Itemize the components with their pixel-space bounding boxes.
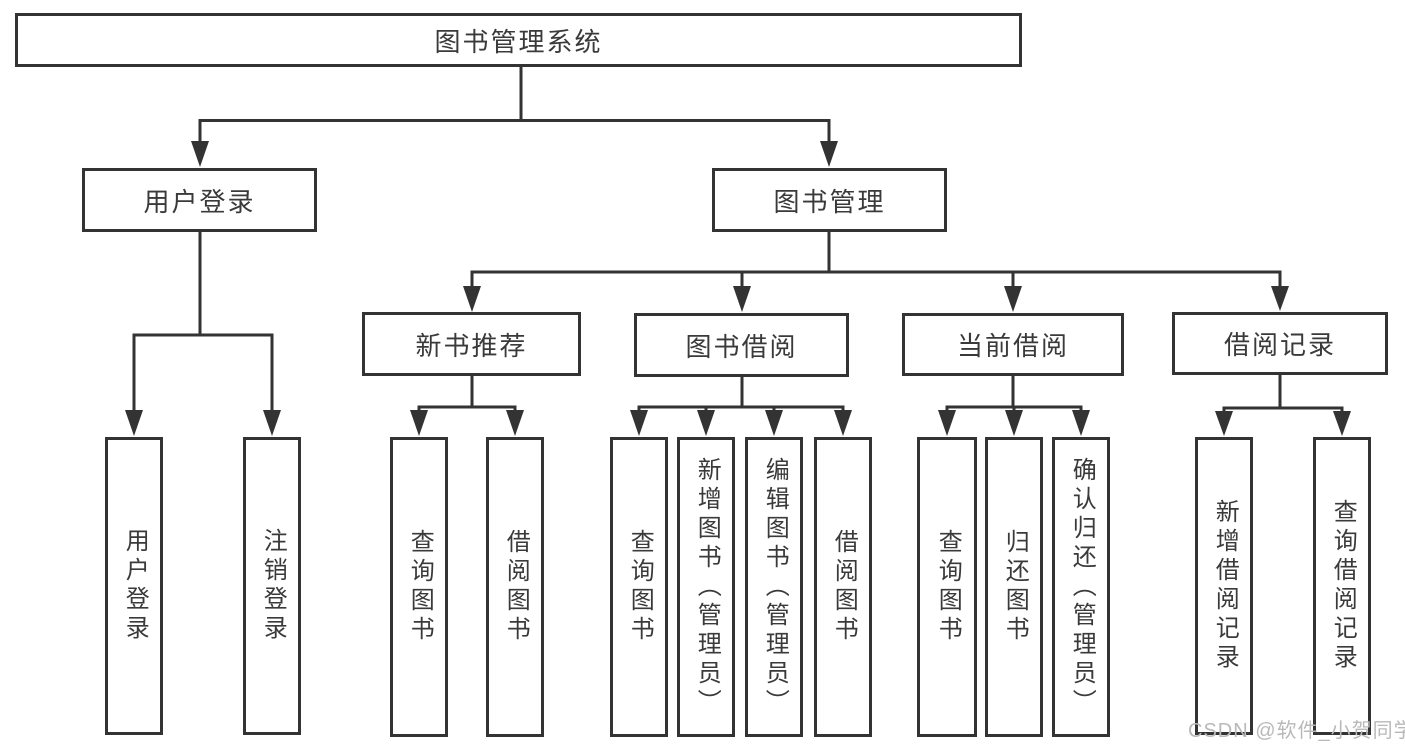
leaf-query-books-2: 查询图书 — [610, 437, 668, 737]
arrowhead — [191, 141, 209, 167]
arrowhead — [733, 286, 751, 312]
branch-new-book — [417, 375, 517, 420]
arrowhead — [834, 410, 852, 436]
arrowhead — [463, 286, 481, 312]
leaf-query-borrow-record: 查询借阅记录 — [1313, 437, 1371, 735]
node-label: 图书管理系统 — [434, 26, 603, 57]
leaf-confirm-return-admin: 确认归还（管理员） — [1052, 437, 1110, 737]
node-book-borrow: 图书借阅 — [634, 313, 849, 377]
node-label: 编辑图书（管理员） — [761, 456, 789, 718]
arrowhead — [1072, 410, 1090, 436]
node-user-login: 用户登录 — [82, 168, 317, 232]
node-label: 借阅图书 — [830, 529, 858, 645]
leaf-return-books: 归还图书 — [985, 437, 1043, 737]
leaf-borrow-books-1: 借阅图书 — [486, 437, 544, 737]
leaf-add-books-admin: 新增图书（管理员） — [677, 437, 735, 737]
arrowhead — [1215, 411, 1233, 436]
arrowhead — [1271, 286, 1289, 311]
leaf-logout: 注销登录 — [243, 437, 301, 735]
node-label: 用户登录 — [121, 528, 149, 644]
node-borrow-records: 借阅记录 — [1172, 312, 1388, 375]
node-root-system: 图书管理系统 — [15, 13, 1022, 67]
node-label: 查询图书 — [406, 529, 434, 645]
csdn-watermark: CSDN @软件_小贺同学 — [1188, 720, 1405, 742]
node-label: 查询图书 — [934, 529, 962, 645]
node-current-borrow: 当前借阅 — [902, 313, 1124, 376]
node-book-management: 图书管理 — [712, 168, 947, 232]
arrowhead — [697, 410, 715, 436]
leaf-borrow-books-2: 借阅图书 — [814, 437, 872, 737]
branch-book-management — [470, 230, 1282, 295]
branch-borrow-records — [1222, 374, 1344, 420]
node-label: 查询图书 — [626, 529, 654, 645]
arrowhead — [1004, 286, 1022, 312]
node-label: 新增图书（管理员） — [693, 456, 721, 718]
node-label: 图书管理 — [773, 186, 886, 217]
node-label: 新增借阅记录 — [1211, 499, 1239, 673]
leaf-query-books-1: 查询图书 — [390, 437, 448, 737]
arrowhead — [1333, 411, 1351, 436]
branch-user-login — [132, 230, 274, 420]
node-label: 用户登录 — [143, 186, 256, 217]
branch-book-borrow — [637, 376, 845, 420]
arrowhead — [630, 410, 648, 436]
arrowhead — [1005, 410, 1023, 436]
node-label: 确认归还（管理员） — [1068, 456, 1096, 718]
node-label: 注销登录 — [259, 528, 287, 644]
arrowhead — [125, 410, 143, 436]
arrowhead — [765, 410, 783, 436]
node-label: 借阅图书 — [502, 529, 530, 645]
node-label: 图书借阅 — [685, 331, 798, 362]
node-new-book-recommend: 新书推荐 — [362, 312, 581, 376]
arrowhead — [506, 410, 524, 436]
leaf-add-borrow-record: 新增借阅记录 — [1195, 437, 1253, 735]
arrowhead — [820, 141, 838, 167]
node-label: 借阅记录 — [1223, 330, 1336, 360]
arrowhead — [263, 410, 281, 436]
branch-root — [198, 66, 831, 150]
arrowhead — [410, 410, 428, 436]
leaf-user-login: 用户登录 — [105, 437, 163, 735]
leaf-query-books-3: 查询图书 — [917, 437, 977, 737]
arrowheads — [125, 141, 1351, 436]
node-label: 当前借阅 — [956, 331, 1069, 361]
arrowhead — [938, 410, 956, 436]
node-label: 新书推荐 — [415, 330, 528, 361]
leaf-edit-books-admin: 编辑图书（管理员） — [745, 437, 803, 737]
node-label: 归还图书 — [1001, 529, 1029, 645]
node-label: 查询借阅记录 — [1329, 499, 1357, 673]
